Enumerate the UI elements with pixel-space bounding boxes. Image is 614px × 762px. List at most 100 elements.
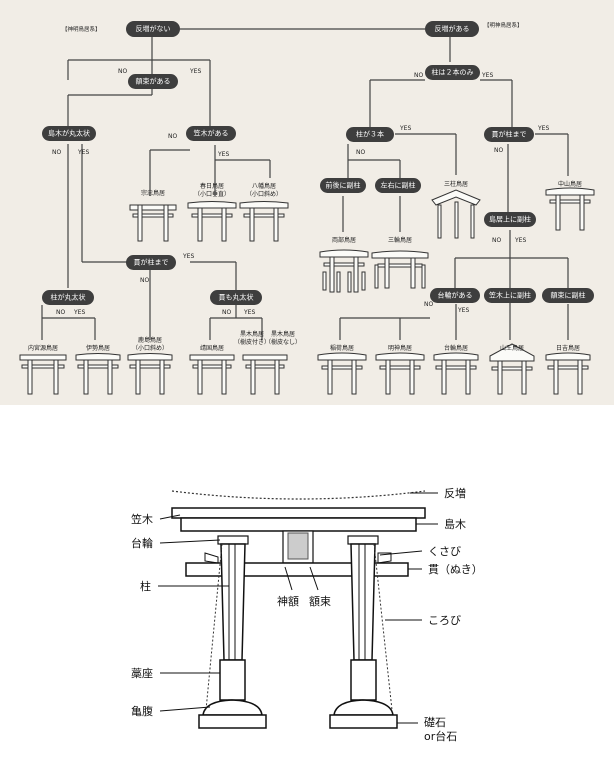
caption-daiwa: 台輪鳥居 (444, 344, 468, 352)
torii-figure-kashima2 (127, 353, 173, 395)
label-kamebara: 亀腹 (131, 704, 153, 718)
caption-fudo: 日吉鳥居 (556, 344, 580, 352)
label-daiwa: 台輪 (131, 536, 153, 550)
node-hashira-maru: 柱が丸太状 (42, 290, 94, 305)
yn-yes-1: YES (189, 68, 201, 75)
svg-text:笠木がある: 笠木がある (194, 129, 229, 138)
caption-kashima: 宗忠鳥居 (141, 189, 165, 197)
label-hashira: 柱 (140, 579, 151, 593)
label-kusabi: くさび (428, 545, 461, 558)
label-dai-ishi: or台石 (424, 729, 457, 743)
caption-miwa: 三輪鳥居 (388, 236, 412, 244)
caption-kashima2-sub: （小口斜め） (132, 344, 168, 352)
torii-figure-mitsubashira (431, 189, 481, 239)
node-gakuzuka-fuku: 額束に副柱 (542, 288, 594, 303)
torii-figure-nakayama (545, 187, 595, 231)
node-kasagi: 笠木がある (186, 126, 236, 141)
node-nuki-hashira-right: 貫が柱まで (484, 127, 534, 142)
flowchart-svg: 【神明鳥居系】 【明神鳥居系】 NO YES NO YES NO YES NO … (19, 21, 595, 395)
torii-figure-sanno (489, 343, 535, 395)
caption-kuroki1: 黒木鳥居 (240, 330, 264, 338)
caption-naiku: 内宮源鳥居 (28, 344, 58, 352)
yn-yes-8: YES (399, 125, 411, 132)
svg-text:島木が丸太状: 島木が丸太状 (48, 129, 90, 138)
svg-text:反増がない: 反増がない (136, 24, 171, 33)
torii-figure-miwa (371, 250, 429, 289)
svg-text:前後に副柱: 前後に副柱 (326, 181, 361, 190)
svg-text:左右に副柱: 左右に副柱 (381, 181, 416, 190)
caption-mitsubashira: 三柱鳥居 (444, 180, 468, 188)
svg-text:額束に副柱: 額束に副柱 (551, 291, 586, 300)
yn-no-1: NO (118, 68, 127, 75)
group-left-tag: 【神明鳥居系】 (62, 25, 101, 33)
yn-no-10: NO (492, 237, 501, 244)
torii-figure-inari (317, 352, 367, 395)
torii-figure-hachiman (239, 201, 289, 242)
label-kasagi: 笠木 (131, 512, 153, 526)
caption-kasuga: 春日鳥居 (200, 182, 224, 190)
torii-figure-seiran (189, 354, 235, 395)
yn-yes-4: YES (73, 309, 85, 316)
yn-yes-9: YES (537, 125, 549, 132)
caption-ryobu: 両部鳥居 (332, 236, 356, 244)
svg-text:貫が柱まで: 貫が柱まで (134, 258, 169, 267)
yn-no-5: NO (140, 277, 149, 284)
yn-no-8: NO (356, 149, 365, 156)
torii-parts-diagram: 反増 笠木 島木 台輪 くさび 貫（ぬき） 柱 神額 額束 ころび 藁座 亀腹 … (0, 405, 614, 758)
label-manza: 藁座 (131, 666, 153, 680)
svg-text:貫も丸太状: 貫も丸太状 (219, 293, 254, 302)
label-sorimashi: 反増 (444, 487, 466, 500)
caption-kuroki2: 黒木鳥居 (271, 330, 295, 338)
yn-no-11: NO (424, 301, 433, 308)
parts-svg: 反増 笠木 島木 台輪 くさび 貫（ぬき） 柱 神額 額束 ころび 藁座 亀腹 … (131, 487, 483, 743)
torii-figure-kuroki (242, 354, 288, 395)
svg-text:貫が柱まで: 貫が柱まで (492, 130, 527, 139)
yn-yes-10: YES (514, 237, 526, 244)
svg-text:反増がある: 反増がある (435, 24, 470, 33)
yn-yes-7: YES (481, 72, 493, 79)
yn-yes-6: YES (243, 309, 255, 316)
svg-text:台輪がある: 台輪がある (438, 291, 473, 300)
caption-hachiman-sub: （小口斜め） (246, 190, 282, 198)
caption-myojin: 明神鳥居 (388, 344, 412, 352)
yn-yes-5: YES (182, 253, 194, 260)
yn-no-4: NO (56, 309, 65, 316)
group-right-tag: 【明神鳥居系】 (484, 21, 523, 29)
caption-kuroki1-sub: （樹皮付き） (234, 338, 270, 346)
svg-text:柱は２本のみ: 柱は２本のみ (432, 68, 474, 77)
caption-kasuga-sub: （小口垂直） (194, 190, 230, 198)
yn-no-7: NO (414, 72, 423, 79)
label-korobi: ころび (428, 614, 461, 627)
svg-text:笠木上に副柱: 笠木上に副柱 (489, 291, 531, 300)
caption-inari: 稲荷鳥居 (330, 344, 354, 352)
caption-kuroki2-sub: （樹皮なし） (265, 338, 301, 346)
caption-hachiman: 八幡鳥居 (252, 182, 276, 190)
node-hashira-2: 柱は２本のみ (425, 65, 480, 80)
caption-kashima2: 鹿島鳥居 (138, 336, 162, 344)
torii-figure-kasuga (187, 201, 237, 242)
node-shimaki-maru: 島木が丸太状 (42, 126, 96, 141)
torii-figure-myojin (375, 352, 425, 395)
torii-figure-fudo (545, 352, 591, 395)
node-shimaki-fuku: 島居上に副柱 (484, 212, 536, 227)
caption-seiran: 靖国鳥居 (200, 344, 224, 352)
yn-yes-3: YES (217, 151, 229, 158)
label-shingaku: 神額 (277, 594, 299, 608)
label-ishizue: 礎石 (424, 716, 446, 729)
caption-ise: 伊勢鳥居 (86, 344, 110, 352)
node-sorimashi-aru: 反増がある (425, 21, 479, 37)
node-zengo: 前後に副柱 (320, 178, 366, 193)
torii-figure-kashima (129, 204, 177, 242)
torii-figure-ryobu (319, 249, 369, 293)
node-gakuzuka: 額束がある (128, 74, 178, 89)
svg-text:柱が丸太状: 柱が丸太状 (51, 293, 86, 302)
node-hashira-3: 柱が３本 (346, 127, 394, 142)
svg-text:額束がある: 額束がある (136, 77, 171, 86)
svg-text:柱が３本: 柱が３本 (356, 130, 384, 139)
svg-text:島居上に副柱: 島居上に副柱 (489, 215, 531, 224)
node-daiwa: 台輪がある (430, 288, 480, 303)
torii-classification-flowchart: 【神明鳥居系】 【明神鳥居系】 NO YES NO YES NO YES NO … (0, 0, 614, 405)
label-nuki: 貫（ぬき） (428, 563, 483, 576)
yn-yes-2: YES (77, 149, 89, 156)
label-shimaki: 島木 (444, 517, 466, 531)
